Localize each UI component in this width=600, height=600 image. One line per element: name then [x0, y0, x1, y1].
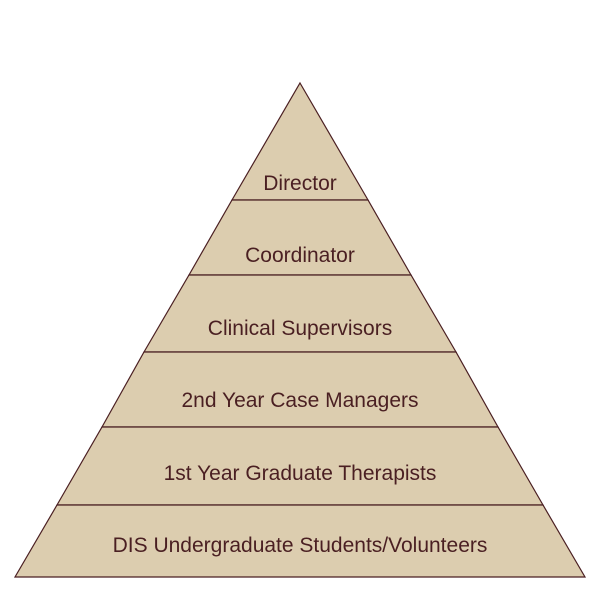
tier-label-dis-undergraduate: DIS Undergraduate Students/Volunteers: [113, 534, 488, 557]
tier-label-1st-year-graduate-therapists: 1st Year Graduate Therapists: [164, 462, 437, 485]
tier-label-2nd-year-case-managers: 2nd Year Case Managers: [182, 389, 419, 412]
tier-label-clinical-supervisors: Clinical Supervisors: [208, 317, 392, 340]
pyramid-tier-dis-undergraduate: [13, 504, 587, 578]
tier-label-director: Director: [263, 172, 337, 195]
pyramid-tier-clinical-supervisors: [142, 274, 458, 353]
tier-label-coordinator: Coordinator: [245, 244, 355, 267]
